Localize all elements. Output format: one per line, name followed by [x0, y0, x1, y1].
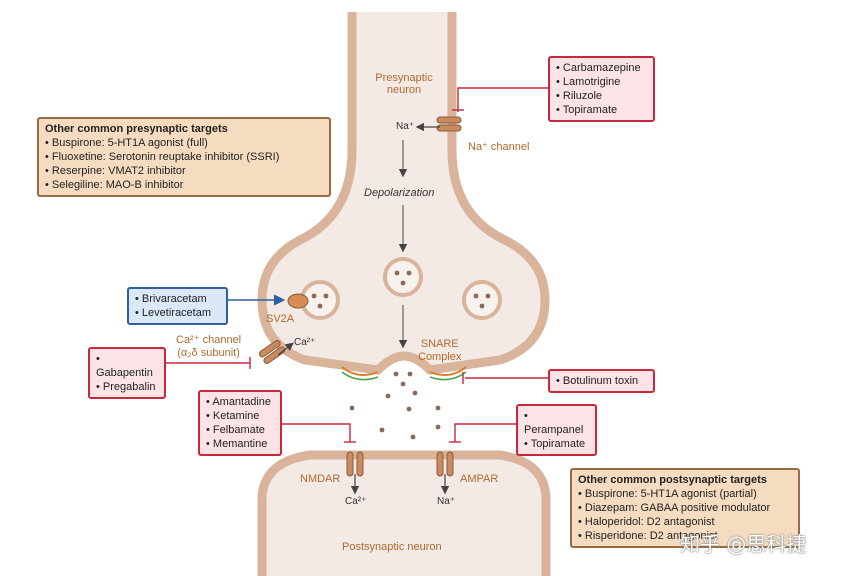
- drug-item: Amantadine: [206, 395, 274, 409]
- presynaptic-targets-box: Other common presynaptic targets Buspiro…: [37, 117, 331, 197]
- na-label-top: Na⁺: [396, 121, 415, 132]
- neurotransmitter-dots: [349, 390, 441, 440]
- target-item: Haloperidol: D2 antagonist: [578, 515, 792, 529]
- vesicle-icon: [383, 257, 423, 297]
- target-item: Fluoxetine: Serotonin reuptake inhibitor…: [45, 150, 323, 164]
- sv2a-protein-icon: [287, 293, 309, 309]
- na-inhibit-line: [457, 87, 548, 112]
- snare-drugs-box: Botulinum toxin: [548, 369, 655, 393]
- nmdar-label: NMDAR: [300, 473, 341, 485]
- na-channel-label: Na⁺ channel: [468, 141, 530, 153]
- postsynaptic-targets-title: Other common postsynaptic targets: [578, 474, 767, 486]
- snare-complex-icon: [429, 366, 467, 377]
- drug-item: Brivaracetam: [135, 292, 220, 306]
- watermark: 知乎 @思科捷: [680, 532, 807, 556]
- target-item: Risperidone: D2 antagonist: [578, 529, 792, 543]
- ampar-receptor-icon: [436, 451, 454, 477]
- nmdar-receptor-icon: [346, 451, 364, 477]
- ca-channel-icon: [258, 340, 286, 364]
- presynaptic-neuron-label: Presynaptic neuron: [375, 72, 433, 96]
- ca-channel-label: Ca²⁺ channel (α₂δ subunit): [176, 334, 242, 359]
- nmdar-drugs-box: Amantadine Ketamine Felbamate Memantine: [198, 390, 282, 456]
- snare-complex-icon: [341, 366, 379, 377]
- drug-item: Memantine: [206, 437, 274, 451]
- postsynaptic-membrane: [257, 450, 551, 576]
- snare-complex-label: SNARE Complex: [418, 338, 462, 363]
- na-label-bottom: Na⁺: [437, 496, 456, 507]
- target-item: Buspirone: 5-HT1A agonist (partial): [578, 487, 792, 501]
- ca-label-bottom: Ca²⁺: [345, 496, 367, 507]
- nmdar-inhibit-line: [282, 423, 351, 442]
- drug-item: Lamotrigine: [556, 75, 647, 89]
- sv2a-drugs-box: Brivaracetam Levetiracetam: [127, 287, 228, 325]
- na-blockers-box: Carbamazepine Lamotrigine Riluzole Topir…: [548, 56, 655, 122]
- postsynaptic-neuron-label: Postsynaptic neuron: [342, 541, 442, 553]
- drug-item: Botulinum toxin: [556, 374, 647, 388]
- target-item: Selegiline: MAO-B inhibitor: [45, 178, 323, 192]
- ca-drugs-box: Gabapentin Pregabalin: [88, 347, 166, 399]
- drug-item: Riluzole: [556, 89, 647, 103]
- postsynaptic-targets-box: Other common postsynaptic targets Buspir…: [570, 468, 800, 548]
- target-item: Diazepam: GABAA positive modulator: [578, 501, 792, 515]
- drug-item: Ketamine: [206, 409, 274, 423]
- ampar-label: AMPAR: [460, 473, 499, 485]
- ca-influx-arrow: [277, 342, 294, 356]
- depolarization-label: Depolarization: [364, 187, 435, 199]
- drug-item: Levetiracetam: [135, 306, 220, 320]
- drug-item: Carbamazepine: [556, 61, 647, 75]
- drug-item: Topiramate: [524, 437, 589, 451]
- presynaptic-membrane: [257, 12, 550, 375]
- ampar-inhibit-line: [454, 423, 516, 442]
- ampar-drugs-box: Perampanel Topiramate: [516, 404, 597, 456]
- na-channel-icon: [436, 116, 462, 132]
- drug-item: Pregabalin: [96, 380, 158, 394]
- drug-item: Felbamate: [206, 423, 274, 437]
- drug-item: Perampanel: [524, 409, 589, 437]
- vesicle-icon: [462, 280, 502, 320]
- drug-item: Topiramate: [556, 103, 647, 117]
- target-item: Reserpine: VMAT2 inhibitor: [45, 164, 323, 178]
- presynaptic-targets-title: Other common presynaptic targets: [45, 123, 228, 135]
- sv2a-label: SV2A: [266, 313, 295, 325]
- target-item: Buspirone: 5-HT1A agonist (full): [45, 136, 323, 150]
- ca-label-channel: Ca²⁺: [294, 337, 316, 348]
- drug-item: Gabapentin: [96, 352, 158, 380]
